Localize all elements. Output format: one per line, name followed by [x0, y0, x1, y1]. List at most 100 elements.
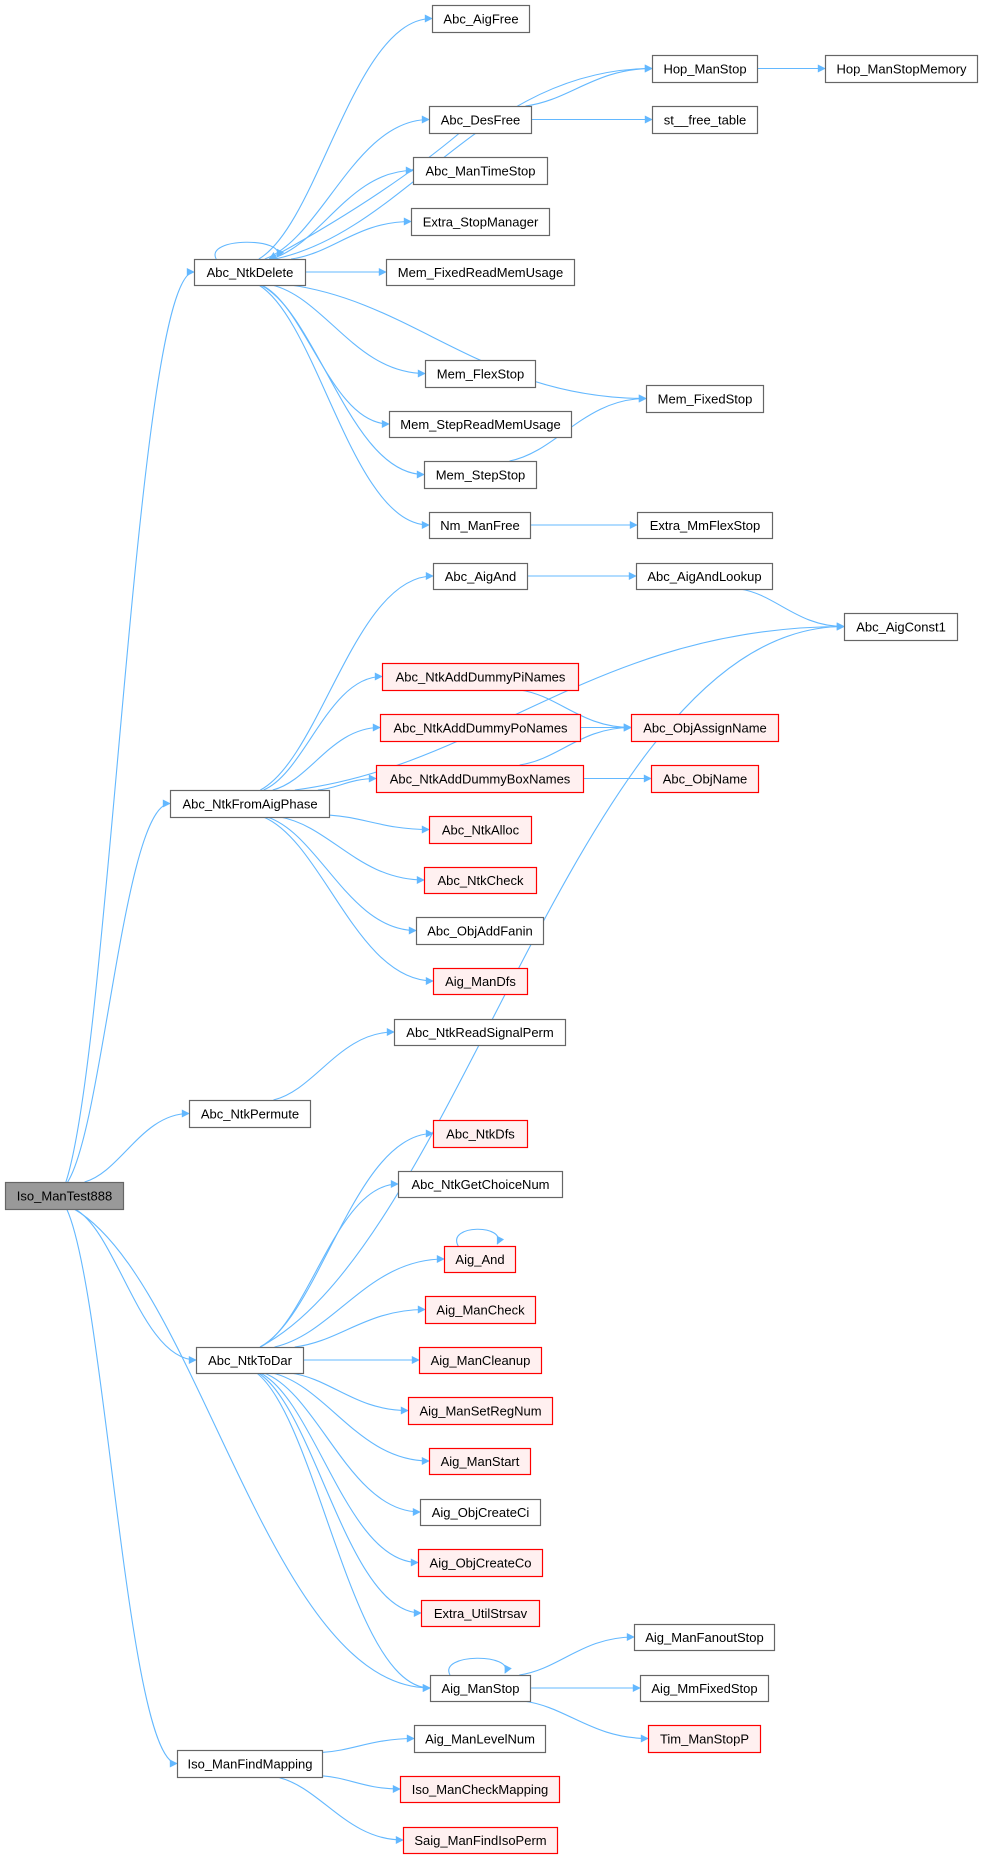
node-aig-objcreateco[interactable]: Aig_ObjCreateCo: [417, 1548, 544, 1578]
node-box[interactable]: [188, 1099, 312, 1129]
node-extra-utilstrsav[interactable]: Extra_UtilStrsav: [420, 1599, 541, 1628]
node-box[interactable]: [379, 713, 582, 743]
node-box[interactable]: [385, 258, 576, 287]
node-aig-mmfixedstop[interactable]: Aig_MmFixedStop: [639, 1674, 770, 1703]
node-abc-ntkfromaigphase[interactable]: Abc_NtkFromAigPhase: [169, 789, 331, 819]
node-box[interactable]: [636, 511, 774, 540]
node-box[interactable]: [432, 967, 529, 996]
node-box[interactable]: [630, 713, 780, 743]
node-mem-stepreadmemusage[interactable]: Mem_StepReadMemUsage: [388, 410, 573, 439]
node-tim-manstopp[interactable]: Tim_ManStopP: [647, 1724, 762, 1754]
node-iso-manfindmapping[interactable]: Iso_ManFindMapping: [176, 1749, 324, 1779]
node-box[interactable]: [428, 1447, 532, 1476]
node-extra-stopmanager[interactable]: Extra_StopManager: [410, 207, 551, 237]
node-aig-manstop[interactable]: Aig_ManStop: [429, 1674, 532, 1703]
node-nm-manfree[interactable]: Nm_ManFree: [428, 511, 532, 540]
node-box[interactable]: [418, 1346, 543, 1375]
node-aig-objcreateci[interactable]: Aig_ObjCreateCi: [419, 1498, 542, 1527]
node-abc-aigconst1[interactable]: Abc_AigConst1: [843, 612, 959, 642]
node-abc-ntkdfs[interactable]: Abc_NtkDfs: [432, 1119, 529, 1149]
node-aig-manlevelnum[interactable]: Aig_ManLevelNum: [413, 1724, 547, 1754]
node-box[interactable]: [428, 105, 533, 135]
node-box[interactable]: [428, 815, 533, 845]
node-abc-ntkadddummyponames[interactable]: Abc_NtkAddDummyPoNames: [379, 713, 582, 743]
node-box[interactable]: [424, 1295, 537, 1325]
node-box[interactable]: [412, 156, 549, 186]
node-abc-ntkreadsignalperm[interactable]: Abc_NtkReadSignalPerm: [393, 1018, 567, 1047]
node-box[interactable]: [443, 1245, 517, 1274]
node-abc-aigand[interactable]: Abc_AigAnd: [432, 562, 529, 591]
node-box[interactable]: [424, 359, 537, 389]
node-st-free-table[interactable]: st__free_table: [651, 105, 759, 135]
node-abc-aigfree[interactable]: Abc_AigFree: [431, 4, 531, 34]
node-box[interactable]: [397, 1170, 564, 1199]
node-box[interactable]: [423, 866, 538, 895]
node-mem-stepstop[interactable]: Mem_StepStop: [423, 460, 538, 490]
node-box[interactable]: [410, 207, 551, 237]
node-box[interactable]: [415, 916, 545, 946]
node-abc-ntkadddummypinames[interactable]: Abc_NtkAddDummyPiNames: [381, 662, 580, 692]
node-box[interactable]: [633, 1623, 776, 1652]
node-box[interactable]: [169, 789, 331, 819]
node-saig-manfindisoperm[interactable]: Saig_ManFindIsoPerm: [402, 1826, 559, 1855]
node-aig-and[interactable]: Aig_And: [443, 1245, 517, 1274]
node-abc-ntkcheck[interactable]: Abc_NtkCheck: [423, 866, 538, 895]
node-box[interactable]: [388, 410, 573, 439]
node-mem-fixedreadmemusage[interactable]: Mem_FixedReadMemUsage: [385, 258, 576, 287]
node-box[interactable]: [195, 1346, 305, 1375]
node-box[interactable]: [375, 764, 585, 794]
node-box[interactable]: [393, 1018, 567, 1047]
node-box[interactable]: [399, 1775, 561, 1804]
node-abc-ntkadddummyboxnames[interactable]: Abc_NtkAddDummyBoxNames: [375, 764, 585, 794]
node-abc-aigandlookup[interactable]: Abc_AigAndLookup: [635, 562, 774, 591]
node-aig-manfanoutstop[interactable]: Aig_ManFanoutStop: [633, 1623, 776, 1652]
node-box[interactable]: [651, 54, 759, 84]
node-box[interactable]: [417, 1548, 544, 1578]
node-box[interactable]: [413, 1724, 547, 1754]
node-mem-flexstop[interactable]: Mem_FlexStop: [424, 359, 537, 389]
node-box[interactable]: [843, 612, 959, 642]
node-hop-manstop[interactable]: Hop_ManStop: [651, 54, 759, 84]
node-abc-desfree[interactable]: Abc_DesFree: [428, 105, 533, 135]
node-aig-mancleanup[interactable]: Aig_ManCleanup: [418, 1346, 543, 1375]
node-box[interactable]: [432, 1119, 529, 1149]
node-box[interactable]: [431, 4, 531, 34]
node-abc-objaddfanin[interactable]: Abc_ObjAddFanin: [415, 916, 545, 946]
node-abc-objassignname[interactable]: Abc_ObjAssignName: [630, 713, 780, 743]
node-mem-fixedstop[interactable]: Mem_FixedStop: [645, 384, 765, 414]
node-box[interactable]: [193, 258, 307, 287]
node-box[interactable]: [419, 1498, 542, 1527]
node-box[interactable]: [420, 1599, 541, 1628]
node-box[interactable]: [176, 1749, 324, 1779]
node-box[interactable]: [432, 562, 529, 591]
node-abc-objname[interactable]: Abc_ObjName: [650, 764, 760, 794]
node-box[interactable]: [647, 1724, 762, 1754]
node-box[interactable]: [381, 662, 580, 692]
node-box[interactable]: [824, 54, 979, 84]
node-iso-mantest888[interactable]: Iso_ManTest888: [4, 1181, 125, 1211]
node-box[interactable]: [651, 105, 759, 135]
node-aig-mandfs[interactable]: Aig_ManDfs: [432, 967, 529, 996]
node-abc-mantimestop[interactable]: Abc_ManTimeStop: [412, 156, 549, 186]
node-abc-ntkgetchoicenum[interactable]: Abc_NtkGetChoiceNum: [397, 1170, 564, 1199]
node-box[interactable]: [429, 1674, 532, 1703]
node-box[interactable]: [645, 384, 765, 414]
node-iso-mancheckmapping[interactable]: Iso_ManCheckMapping: [399, 1775, 561, 1804]
node-abc-ntktodar[interactable]: Abc_NtkToDar: [195, 1346, 305, 1375]
node-hop-manstopmemory[interactable]: Hop_ManStopMemory: [824, 54, 979, 84]
node-box[interactable]: [402, 1826, 559, 1855]
node-aig-mancheck[interactable]: Aig_ManCheck: [424, 1295, 537, 1325]
node-abc-ntkalloc[interactable]: Abc_NtkAlloc: [428, 815, 533, 845]
node-extra-mmflexstop[interactable]: Extra_MmFlexStop: [636, 511, 774, 540]
node-aig-manstart[interactable]: Aig_ManStart: [428, 1447, 532, 1476]
node-abc-ntkdelete[interactable]: Abc_NtkDelete: [193, 258, 307, 287]
node-box[interactable]: [4, 1181, 125, 1211]
node-aig-mansetregnum[interactable]: Aig_ManSetRegNum: [407, 1396, 554, 1426]
node-box[interactable]: [639, 1674, 770, 1703]
node-box[interactable]: [428, 511, 532, 540]
node-box[interactable]: [423, 460, 538, 490]
node-box[interactable]: [635, 562, 774, 591]
node-abc-ntkpermute[interactable]: Abc_NtkPermute: [188, 1099, 312, 1129]
node-box[interactable]: [650, 764, 760, 794]
node-box[interactable]: [407, 1396, 554, 1426]
